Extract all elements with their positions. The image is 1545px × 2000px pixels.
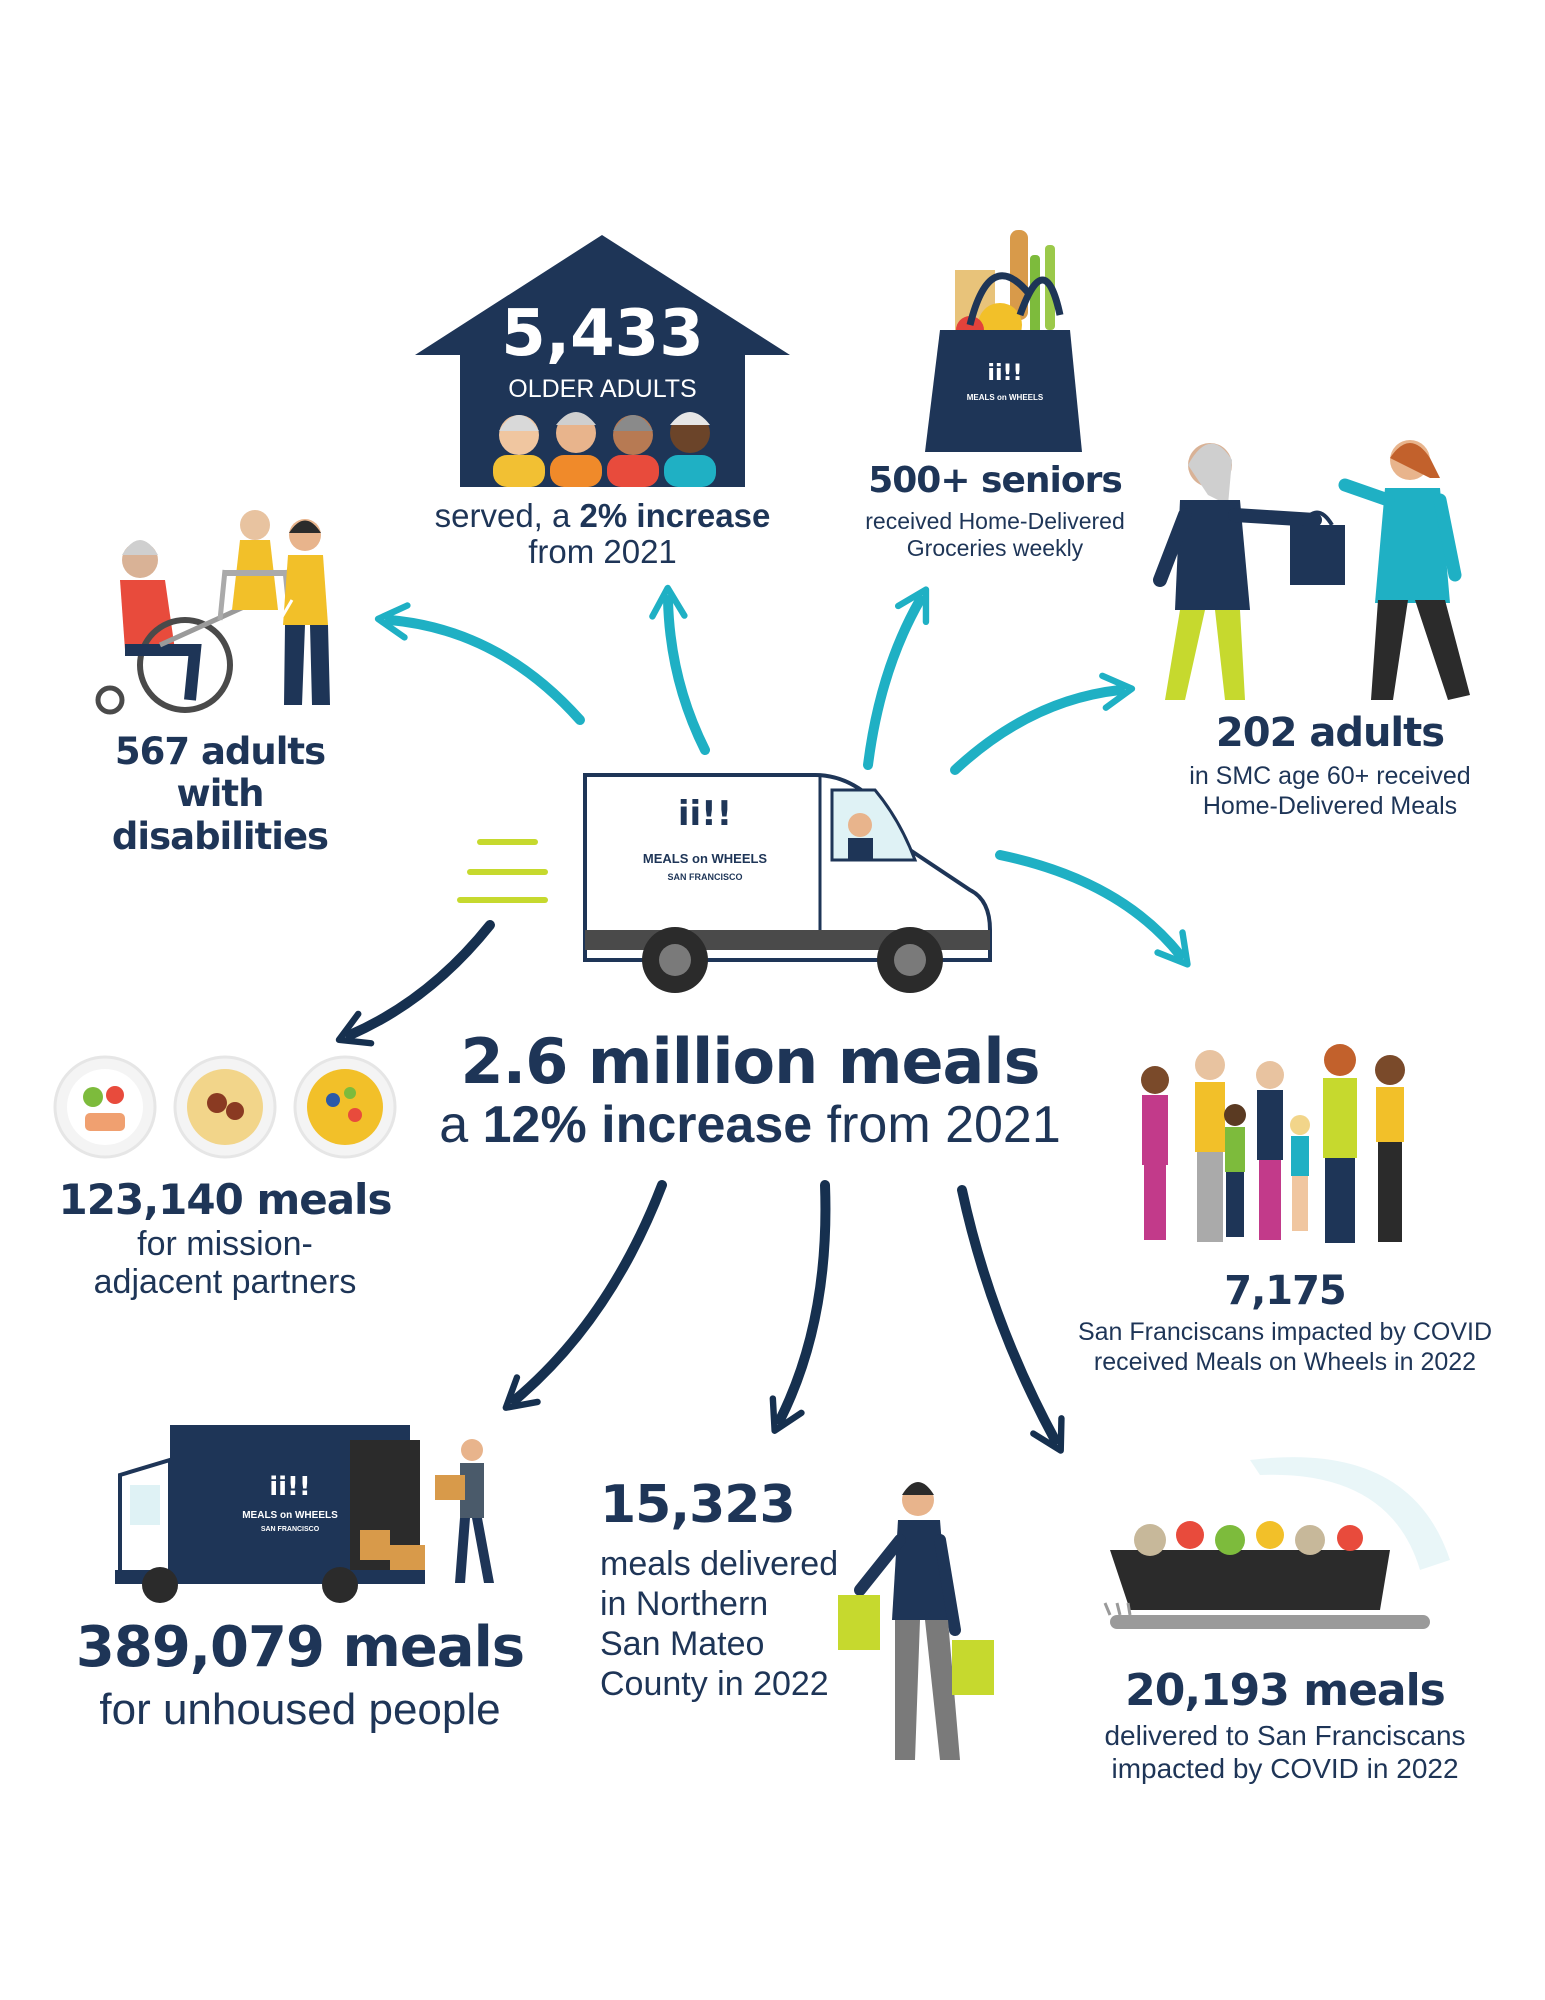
meal-container-icon xyxy=(1103,1457,1450,1629)
unhoused-line1: for unhoused people xyxy=(99,1685,501,1734)
center-subline: a 12% increase from 2021 xyxy=(370,1095,1130,1155)
older-adults-increase: 2% increase xyxy=(579,497,771,534)
older-adults-caption-prefix: served, a xyxy=(434,497,580,534)
arrow-icon xyxy=(649,584,710,755)
covid-meals-line2: impacted by COVID in 2022 xyxy=(1111,1753,1459,1784)
center-headline: 2.6 million meals xyxy=(460,1025,1041,1098)
truck-brand-name: MEALS on WHEELS xyxy=(242,1510,338,1521)
meal-plates-icon xyxy=(53,1055,397,1159)
center-increase: 12% increase xyxy=(482,1096,813,1154)
family-icon xyxy=(1141,1044,1405,1243)
older-adults-section: 5,433 OLDER ADULTS served, a 2% increase… xyxy=(415,235,790,570)
arrow-icon xyxy=(950,672,1136,775)
covid-people-line2: received Meals on Wheels in 2022 xyxy=(1093,1348,1477,1376)
unhoused-section: ii!! MEALS on WHEELS SAN FRANCISCO 389,0… xyxy=(60,1415,540,1735)
arrow-icon xyxy=(374,602,585,725)
van-brand-city: SAN FRANCISCO xyxy=(667,872,742,882)
grocery-bag-icon: ii!! MEALS on WHEELS xyxy=(925,230,1082,452)
san-mateo-line-4: County in 2022 xyxy=(600,1665,829,1703)
seniors-section: ii!! MEALS on WHEELS 500+ seniors receiv… xyxy=(850,225,1140,570)
truck-logo-mark: ii!! xyxy=(269,1472,311,1502)
covid-people-section: 7,175 San Franciscans impacted by COVID … xyxy=(1060,1030,1510,1380)
wheelchair-icon xyxy=(95,510,330,715)
older-adults-label: OLDER ADULTS xyxy=(508,375,697,403)
van-icon: ii!! MEALS on WHEELS SAN FRANCISCO xyxy=(570,770,1000,1000)
adults-smc-line2: Home-Delivered Meals xyxy=(1202,792,1458,820)
disabilities-line2: with disabilities xyxy=(111,772,329,858)
adults-smc-line1: in SMC age 60+ received xyxy=(1189,762,1471,790)
disabilities-line1: 567 adults xyxy=(114,730,326,773)
partners-line2: adjacent partners xyxy=(93,1263,357,1301)
seniors-line1: received Home-Delivered xyxy=(865,508,1125,534)
bag-brand-name: MEALS on WHEELS xyxy=(967,393,1044,402)
older-adults-caption: served, a 2% increase from 2021 xyxy=(395,498,810,570)
covid-people-line1: San Franciscans impacted by COVID xyxy=(1077,1318,1493,1346)
arrow-icon xyxy=(957,1185,1065,1454)
center-prefix: a xyxy=(439,1096,483,1154)
older-adults-number: 5,433 xyxy=(501,297,704,371)
center-suffix: from 2021 xyxy=(812,1096,1061,1154)
van-logo-mark: ii!! xyxy=(678,794,732,834)
covid-meals-title: 20,193 meals xyxy=(1125,1665,1446,1716)
arrow-icon xyxy=(995,850,1191,968)
partners-section: 123,140 meals for mission- adjacent part… xyxy=(45,1055,405,1310)
covid-meals-line1: delivered to San Franciscans xyxy=(1104,1720,1466,1751)
covid-meals-section: 20,193 meals delivered to San Franciscan… xyxy=(1090,1440,1520,1790)
unhoused-title: 389,079 meals xyxy=(75,1615,525,1680)
van-brand-name: MEALS on WHEELS xyxy=(643,851,768,866)
arrow-icon xyxy=(863,586,930,770)
partners-line1: for mission- xyxy=(137,1225,313,1263)
disabilities-section: 567 adults with disabilities xyxy=(70,505,370,858)
covid-people-title: 7,175 xyxy=(1224,1268,1347,1314)
seniors-line2: Groceries weekly xyxy=(906,535,1084,561)
san-mateo-line-1: meals delivered xyxy=(600,1545,839,1583)
san-mateo-title: 15,323 xyxy=(600,1475,796,1535)
arrow-icon xyxy=(335,920,495,1047)
adults-smc-section: 202 adults in SMC age 60+ received Home-… xyxy=(1140,440,1520,830)
adults-smc-title: 202 adults xyxy=(1215,710,1445,756)
seniors-title: 500+ seniors xyxy=(868,460,1123,501)
older-adults-caption-line2: from 2021 xyxy=(528,533,677,570)
house-icon xyxy=(415,235,790,487)
truck-brand-city: SAN FRANCISCO xyxy=(261,1526,320,1533)
san-mateo-line-3: San Mateo xyxy=(600,1625,765,1663)
san-mateo-section: 15,323 meals delivered in Northern San M… xyxy=(600,1475,1020,1775)
san-mateo-line-2: in Northern xyxy=(600,1585,769,1623)
arrow-icon xyxy=(769,1180,831,1434)
partners-title: 123,140 meals xyxy=(58,1175,393,1224)
handoff-icon xyxy=(1153,440,1470,700)
arrow-icon xyxy=(502,1180,667,1411)
bag-logo-mark: ii!! xyxy=(987,361,1022,386)
box-truck-icon: ii!! MEALS on WHEELS SAN FRANCISCO xyxy=(115,1425,494,1603)
